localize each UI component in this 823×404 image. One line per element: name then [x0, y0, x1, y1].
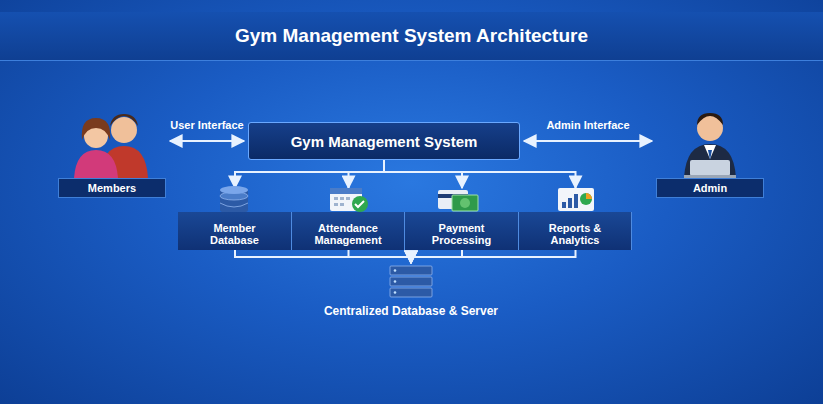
actor-box: Admin — [656, 108, 764, 198]
connector — [349, 250, 412, 263]
edge-label: User Interface — [170, 119, 243, 131]
server-icon — [390, 266, 432, 297]
node-label: Gym Management System — [291, 133, 478, 150]
server-box: Centralized Database & Server — [291, 262, 531, 318]
module-box: Payment Processing — [405, 212, 519, 250]
connector — [384, 160, 576, 188]
module-box: Member Database — [178, 212, 292, 250]
payment-icon — [438, 190, 478, 211]
admin-illustration — [684, 113, 736, 179]
connector — [524, 140, 652, 142]
title-bar: Gym Management System Architecture — [0, 12, 823, 60]
module-box: Attendance Management — [292, 212, 405, 250]
connector — [235, 250, 411, 263]
node-label: Members — [58, 178, 166, 198]
members-illustration — [74, 114, 148, 178]
node-label: Member Database — [196, 222, 274, 246]
node-label: Attendance Management — [309, 222, 387, 246]
connector — [411, 250, 576, 263]
connector — [384, 160, 462, 188]
node-label: Reports & Analytics — [536, 222, 614, 246]
database-icon — [220, 186, 248, 214]
system-box: Gym Management System — [248, 122, 520, 160]
node-label: Payment Processing — [423, 222, 501, 246]
actor-box: Members — [58, 108, 166, 198]
edge-label: Admin Interface — [546, 119, 629, 131]
module-box: Reports & Analytics — [519, 212, 632, 250]
node-label: Centralized Database & Server — [324, 304, 498, 318]
connector — [170, 140, 244, 142]
chart-icon — [558, 188, 594, 211]
node-label: Admin — [656, 178, 764, 198]
connector — [349, 160, 385, 188]
connector — [235, 160, 384, 188]
diagram-title: Gym Management System Architecture — [235, 25, 588, 47]
calendar-icon — [330, 188, 368, 212]
